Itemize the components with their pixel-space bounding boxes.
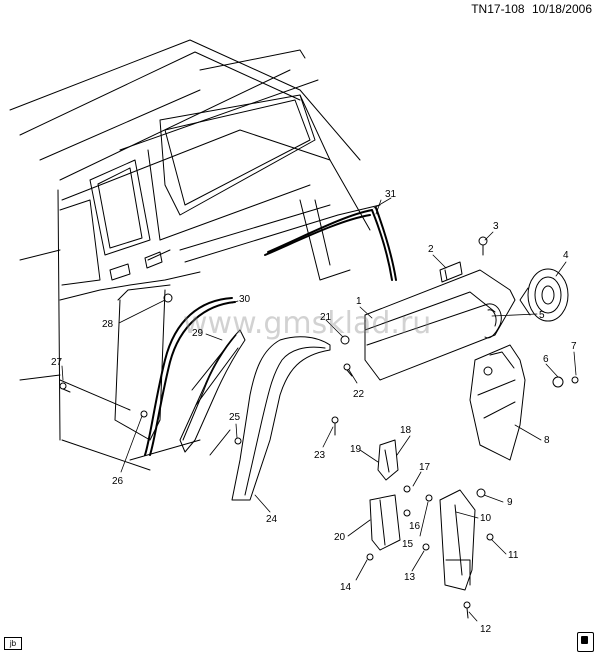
callout-30: 30 (239, 294, 251, 305)
callout-28: 28 (102, 319, 114, 330)
bracket-2 (439, 261, 463, 283)
callout-31: 31 (385, 189, 397, 200)
bracket-20 (369, 494, 401, 551)
callout-6: 6 (543, 354, 549, 365)
vehicle-body (9, 39, 381, 471)
callout-11: 11 (508, 550, 519, 561)
callout-20: 20 (334, 532, 346, 543)
diagram-date: 10/18/2006 (531, 2, 592, 16)
callout-14: 14 (340, 582, 352, 593)
bracket-19 (377, 439, 399, 481)
leader-lines (61, 197, 577, 622)
callout-15: 15 (402, 539, 414, 550)
callout-26: 26 (112, 476, 124, 487)
callout-19: 19 (350, 444, 362, 455)
callout-10: 10 (480, 513, 492, 524)
diagram-code: TN17-108 (471, 2, 525, 16)
callout-29: 29 (192, 328, 204, 339)
callout-17: 17 (419, 462, 431, 473)
gm-service-logo-icon (577, 632, 594, 652)
callout-9: 9 (507, 497, 513, 508)
callout-2: 2 (428, 244, 434, 255)
weatherstrip-31 (264, 207, 397, 281)
callout-22: 22 (353, 389, 365, 400)
callout-7: 7 (571, 341, 577, 352)
fender-flare-24 (231, 336, 331, 501)
diagram-header: TN17-108 10/18/2006 (467, 2, 592, 16)
callout-13: 13 (404, 572, 416, 583)
callout-24: 24 (266, 514, 278, 525)
mudflap-bracket-10 (439, 489, 476, 591)
callout-27: 27 (51, 357, 63, 368)
callout-16: 16 (409, 521, 421, 532)
fasteners (59, 236, 579, 619)
callout-8: 8 (544, 435, 550, 446)
corner-tag: jb (4, 637, 22, 650)
watermark-text: www.gmsklad.ru (183, 306, 431, 341)
speaker-4 (519, 268, 569, 322)
callout-23: 23 (314, 450, 326, 461)
rear-fender-panel-1 (364, 269, 516, 381)
callout-21: 21 (320, 312, 332, 323)
callout-labels: 1 2 3 4 5 6 7 8 9 10 11 12 13 14 15 16 1… (51, 189, 577, 635)
end-cap-8 (469, 344, 526, 461)
callout-18: 18 (400, 425, 412, 436)
callout-25: 25 (229, 412, 241, 423)
callout-12: 12 (480, 624, 492, 635)
callout-1: 1 (356, 296, 362, 307)
callout-4: 4 (563, 250, 569, 261)
weatherstrip-30 (144, 297, 236, 456)
callout-3: 3 (493, 221, 499, 232)
callout-5: 5 (539, 310, 545, 321)
wheel-liner-29 (179, 329, 246, 453)
